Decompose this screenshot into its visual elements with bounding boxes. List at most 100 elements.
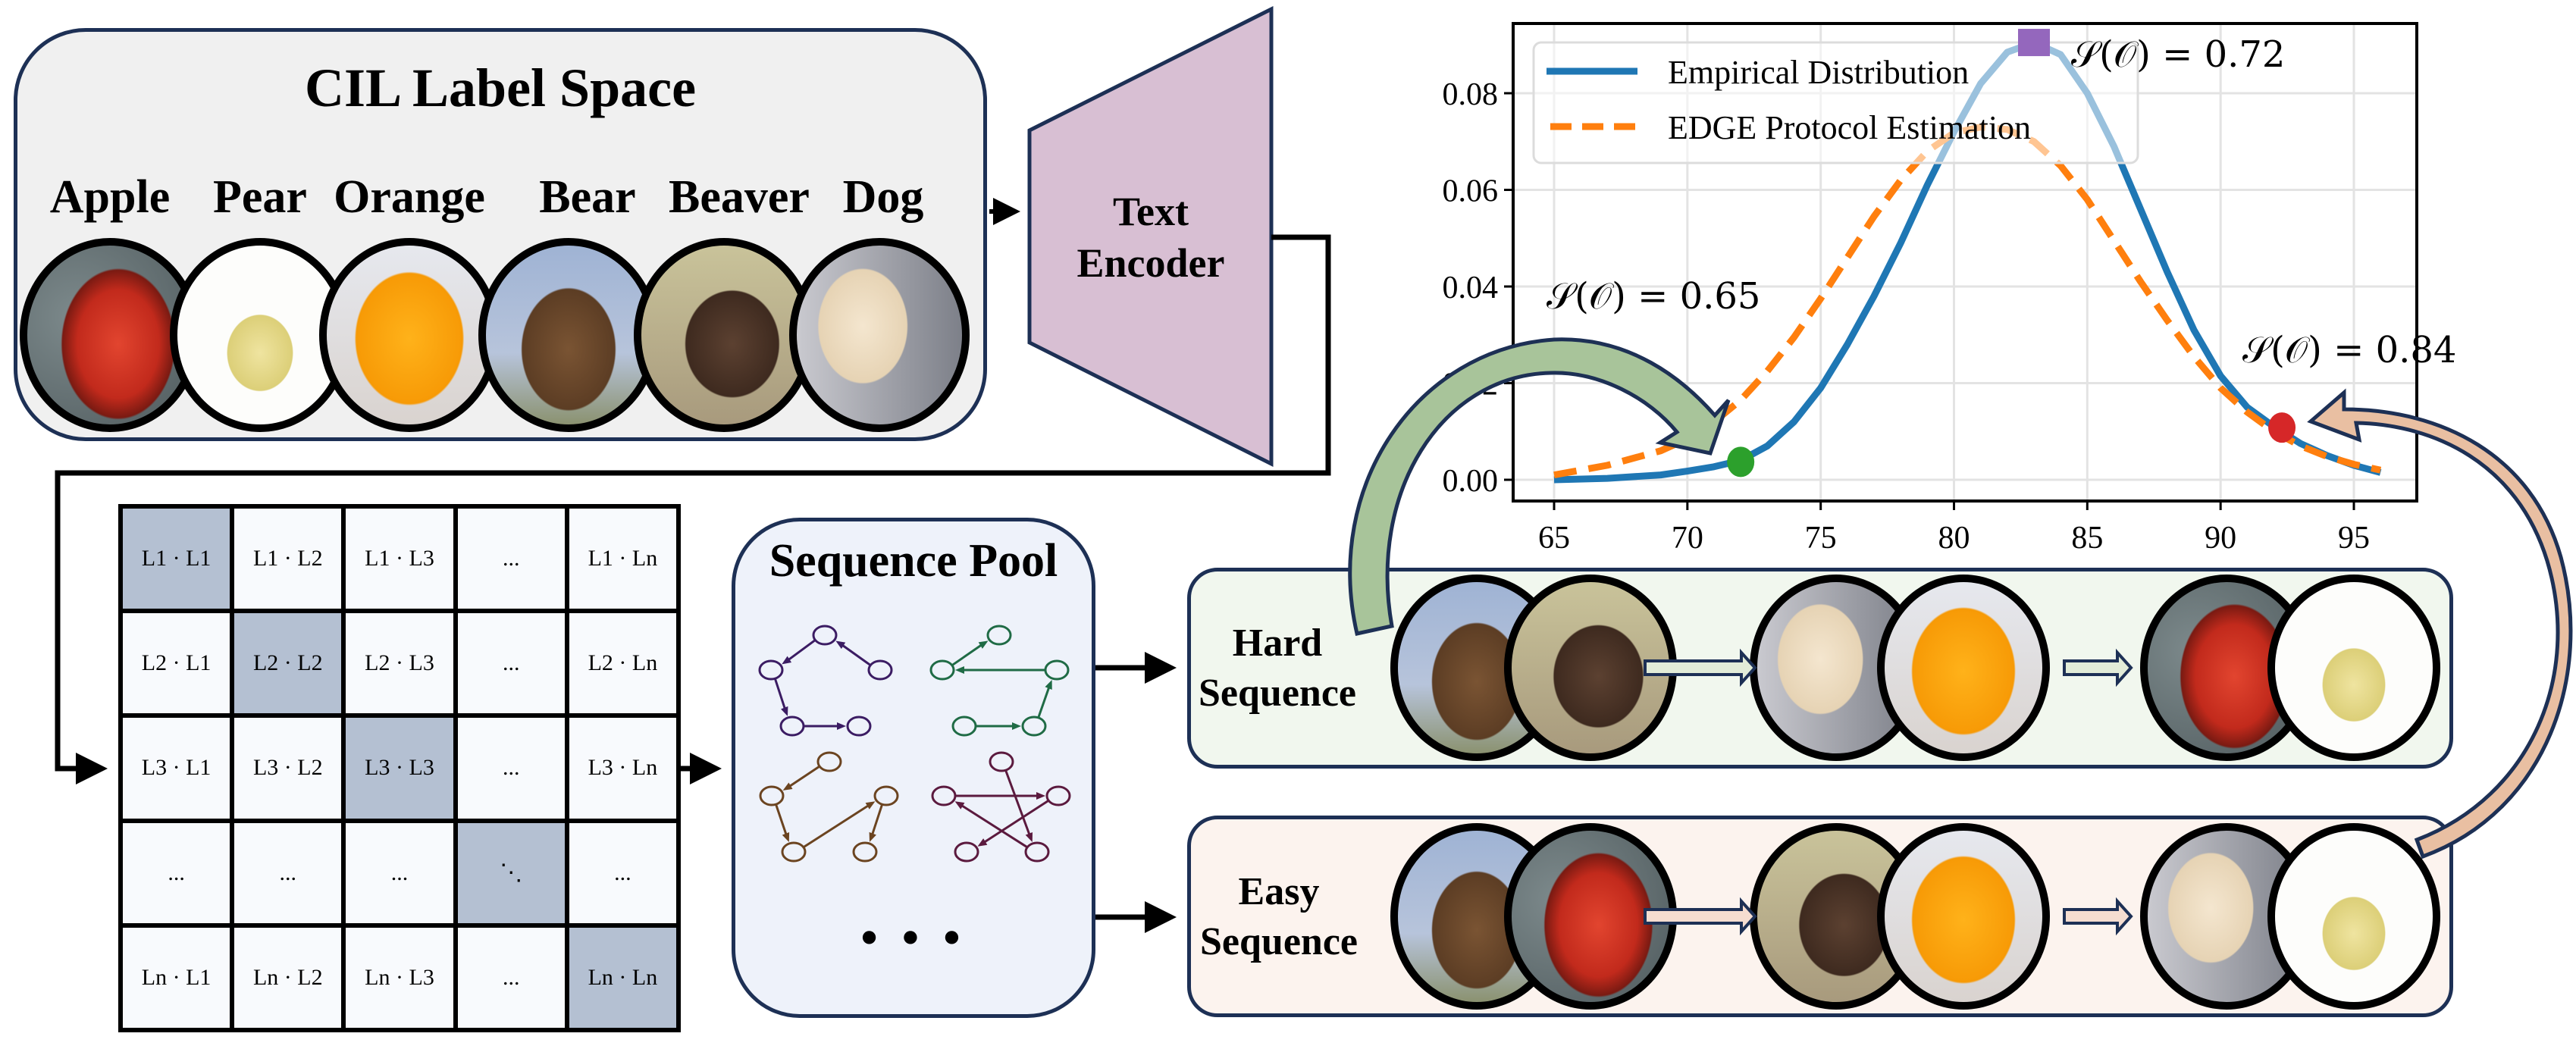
sequence-graph-arrowhead	[1045, 679, 1052, 690]
matrix-cell: ...	[457, 718, 565, 819]
sequence-graph-2	[929, 625, 1070, 737]
sequence-graph-arrowhead	[782, 831, 790, 842]
class-label-apple: Apple	[49, 171, 171, 223]
matrix-cell-diagonal: L2 · L2	[234, 613, 342, 714]
matrix-cell: ...	[457, 927, 565, 1028]
easy-step2-orange-image	[1877, 823, 2050, 1010]
sequence-graph-edge	[787, 766, 820, 789]
easy-step-arrow-1	[1644, 897, 1757, 936]
matrix-cell: L1 · Ln	[569, 509, 676, 609]
cil-thumb-beaver-image	[634, 238, 814, 432]
sequence-graph-edge	[1004, 770, 1032, 838]
sequence-graph-arrowhead	[1012, 722, 1021, 730]
sequence-graph-arrowhead	[869, 831, 876, 842]
sequence-graph-node	[986, 625, 1012, 646]
sequence-graph-node	[759, 785, 785, 806]
marker-peak	[2018, 29, 2050, 57]
matrix-cell: L2 · Ln	[569, 613, 676, 714]
text-encoder-block	[1027, 5, 1274, 468]
matrix-cell: L3 · L1	[123, 718, 230, 819]
x-tick-label: 85	[2071, 521, 2103, 556]
marker-hard	[1727, 446, 1755, 478]
matrix-cell: ...	[457, 509, 565, 609]
annotation-hard-score: 𝒮(𝒪) = 0.65	[1547, 275, 1760, 318]
sequence-graph-node	[867, 659, 893, 681]
sequence-graph-arrowhead	[782, 656, 792, 665]
matrix-cell: L1 · L3	[346, 509, 453, 609]
matrix-cell-diagonal: ⋱	[457, 822, 565, 923]
matrix-cell: ...	[123, 822, 230, 923]
sequence-graph-node	[873, 785, 899, 806]
sequence-graph-arrowhead	[954, 801, 965, 809]
sequence-graph-arrowhead	[1036, 792, 1045, 800]
annotation-easy-score: 𝒮(𝒪) = 0.84	[2242, 329, 2456, 371]
sequence-graph-node	[812, 625, 838, 646]
cil-thumb-orange-image	[319, 238, 500, 432]
x-tick-label: 65	[1538, 521, 1570, 556]
easy-step-arrow-2	[2063, 897, 2133, 936]
y-tick-label: 0.08	[1443, 77, 1499, 112]
easy-sequence-label-line1: Easy	[1238, 870, 1320, 913]
annotation-peak-score: 𝒮(𝒪) = 0.72	[2071, 33, 2285, 76]
sequence-graph-node	[929, 659, 955, 681]
sequence-graph-node	[931, 785, 957, 806]
matrix-cell: L3 · L2	[234, 718, 342, 819]
text-encoder-label-line1: Text	[1112, 189, 1189, 234]
sequence-graph-arrowhead	[781, 706, 788, 716]
class-label-dog: Dog	[842, 171, 924, 223]
sequence-graph-arrowhead	[782, 782, 793, 791]
sequence-graph-node	[846, 716, 872, 737]
sequence-graph-node	[816, 751, 842, 772]
hard-sequence-label: Hard Sequence	[1198, 618, 1357, 719]
matrix-cell: L2 · L3	[346, 613, 453, 714]
x-tick-label: 90	[2205, 521, 2236, 556]
easy-sequence-label: Easy Sequence	[1199, 867, 1359, 967]
matrix-cell: L2 · L1	[123, 613, 230, 714]
sequence-graph-node	[1044, 659, 1070, 681]
matrix-cell: L3 · Ln	[569, 718, 676, 819]
sequence-pool-panel	[732, 518, 1095, 1018]
sequence-graph-arrowhead	[978, 640, 989, 649]
sequence-graph-edge	[959, 803, 1028, 848]
sequence-graph-arrowhead	[955, 666, 964, 674]
hard-step3-pear-image	[2267, 575, 2440, 761]
hard-sequence-label-line2: Sequence	[1199, 672, 1356, 715]
matrix-cell: ...	[346, 822, 453, 923]
easy-to-chart-arrow	[2307, 388, 2573, 860]
sequence-graph-edge	[774, 678, 787, 711]
easy-sequence-label-line2: Sequence	[1200, 920, 1358, 963]
more-sequences-ellipsis: • • •	[860, 910, 967, 964]
chart-markers	[1727, 29, 2296, 478]
matrix-cell: ...	[234, 822, 342, 923]
hard-step-arrow-1	[1644, 648, 1757, 687]
matrix-cell: ...	[569, 822, 676, 923]
sequence-graph-arrowhead	[1025, 831, 1033, 842]
y-tick-label: 0.06	[1443, 174, 1499, 209]
sequence-graph-edge	[870, 804, 883, 837]
text-encoder-label: Text Encoder	[1029, 186, 1272, 289]
cil-thumb-pear-image	[170, 238, 350, 432]
sequence-graph-node	[1024, 841, 1050, 863]
class-label-orange: Orange	[334, 171, 485, 223]
class-label-beaver: Beaver	[669, 171, 810, 223]
sequence-graph-arrowhead	[835, 640, 846, 650]
matrix-cell-diagonal: L1 · L1	[123, 509, 230, 609]
sequence-graph-edge	[775, 804, 788, 837]
sequence-graph-edge	[982, 800, 1049, 844]
easy-step3-pear-image	[2267, 823, 2440, 1010]
chart-frame	[1512, 22, 2418, 503]
hard-sequence-label-line1: Hard	[1232, 622, 1323, 665]
sequence-graph-node	[852, 841, 878, 863]
sequence-graph-node	[779, 716, 805, 737]
legend-label-edge: EDGE Protocol Estimation	[1668, 109, 2031, 146]
x-tick-label: 75	[1805, 521, 1837, 556]
matrix-cell: Ln · L2	[234, 927, 342, 1028]
sequence-graph-3	[759, 751, 899, 863]
hard-to-chart-arrow	[1348, 337, 1731, 636]
x-tick-label: 70	[1672, 521, 1703, 556]
